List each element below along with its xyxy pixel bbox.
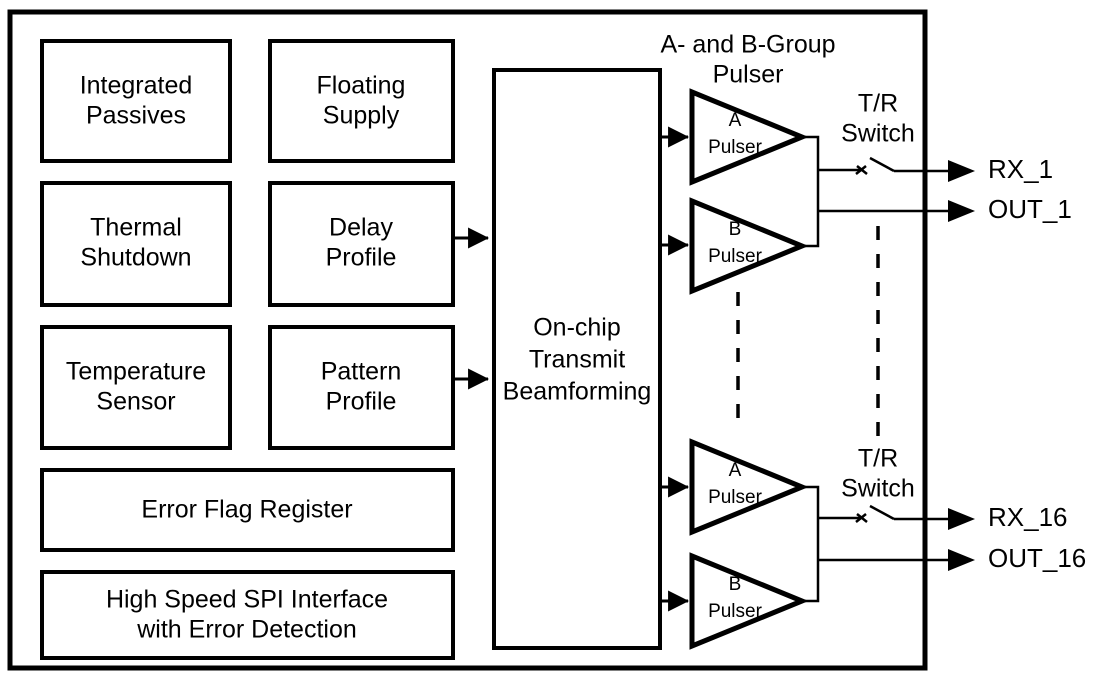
b-pulser-16: B Pulser — [689, 552, 809, 650]
block-thermal-shutdown-line2: Shutdown — [80, 244, 191, 272]
a-pulser-1-line1: A — [729, 110, 742, 131]
beamformer-line1: On-chip — [533, 314, 621, 342]
chip-boundary-frame — [7, 9, 928, 671]
tr-switch-16-glyph — [818, 504, 962, 523]
block-integrated-passives: Integrated Passives — [40, 39, 232, 163]
block-floating-supply: Floating Supply — [268, 39, 455, 163]
block-temperature-sensor-line1: Temperature — [66, 358, 206, 386]
a-pulser-1: A Pulser — [689, 88, 809, 186]
a-pulser-16: A Pulser — [689, 438, 809, 536]
output-label-rx-1: RX_1 — [988, 154, 1053, 184]
beamformer-line2: Transmit — [529, 346, 625, 374]
block-integrated-passives-line2: Passives — [86, 102, 186, 130]
block-floating-supply-line2: Supply — [323, 102, 400, 130]
pulser-group-header-line1: A- and B-Group — [660, 31, 835, 59]
pulser-group-header-line2: Pulser — [713, 61, 784, 89]
bus-channel-16 — [800, 485, 820, 603]
block-error-flag-register-label: Error Flag Register — [141, 496, 352, 524]
a-pulser-1-line2: Pulser — [708, 137, 763, 158]
tr-switch-16-line1: T/R — [858, 445, 898, 473]
b-pulser-16-line2: Pulser — [708, 601, 763, 622]
output-label-out-16: OUT_16 — [988, 543, 1086, 573]
tr-switch-1-line2: Switch — [841, 120, 915, 148]
block-spi-interface-line1: High Speed SPI Interface — [106, 586, 388, 614]
block-spi-interface-line2: with Error Detection — [136, 616, 357, 644]
block-integrated-passives-line1: Integrated — [80, 72, 193, 100]
block-pattern-profile-line1: Pattern — [321, 358, 402, 386]
block-pattern-profile: Pattern Profile — [268, 325, 455, 450]
tr-switch-1-glyph — [818, 156, 962, 175]
beamformer-line3: Beamforming — [503, 378, 652, 406]
block-floating-supply-line1: Floating — [317, 72, 406, 100]
out-1-arrowhead — [948, 200, 975, 222]
b-pulser-1: B Pulser — [689, 197, 809, 295]
block-thermal-shutdown-line1: Thermal — [90, 214, 182, 242]
b-pulser-1-line2: Pulser — [708, 246, 763, 267]
b-pulser-1-line1: B — [729, 219, 742, 240]
tr-switch-1-line1: T/R — [858, 90, 898, 118]
output-label-out-1: OUT_1 — [988, 194, 1072, 224]
block-delay-profile-line1: Delay — [329, 214, 393, 242]
block-delay-profile-line2: Profile — [326, 244, 397, 272]
output-label-rx-16: RX_16 — [988, 502, 1068, 532]
rx-16-arrowhead — [948, 508, 975, 530]
tr-switch-16-line2: Switch — [841, 475, 915, 503]
block-pattern-profile-line2: Profile — [326, 388, 397, 416]
a-pulser-16-line1: A — [729, 460, 742, 481]
rx-1-arrowhead — [948, 160, 975, 182]
block-delay-profile: Delay Profile — [268, 181, 455, 307]
block-on-chip-transmit-beamforming: On-chip Transmit Beamforming — [492, 68, 662, 650]
a-pulser-16-line2: Pulser — [708, 487, 763, 508]
b-pulser-16-line1: B — [729, 574, 742, 595]
block-spi-interface: High Speed SPI Interface with Error Dete… — [40, 570, 455, 660]
block-thermal-shutdown: Thermal Shutdown — [40, 181, 232, 307]
block-error-flag-register: Error Flag Register — [40, 468, 455, 552]
bus-channel-1 — [800, 135, 820, 248]
out-16-arrowhead — [948, 549, 975, 571]
block-temperature-sensor-line2: Sensor — [96, 388, 175, 416]
block-temperature-sensor: Temperature Sensor — [40, 325, 232, 450]
